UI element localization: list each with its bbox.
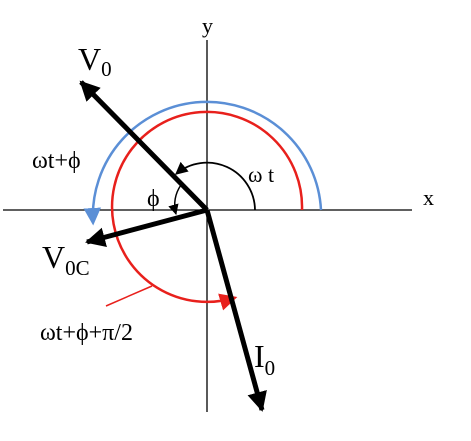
label-v0c-sub: 0C <box>65 256 90 280</box>
label-v0-sub: 0 <box>101 57 112 81</box>
label-phi: ϕ <box>147 186 160 212</box>
vector-i0 <box>204 209 267 412</box>
vector-v0c <box>85 207 208 248</box>
label-i0-main: I <box>254 338 265 374</box>
x-axis-label: x <box>423 185 434 210</box>
label-i0-sub: 0 <box>265 356 276 380</box>
label-i0: I0 <box>254 338 275 380</box>
y-axis-label: y <box>202 13 213 38</box>
label-v0: V0 <box>78 41 112 81</box>
arc-omega-t <box>175 161 256 211</box>
label-omega-t-phi-pi2: ωt+ϕ+π/2 <box>40 320 133 346</box>
leader-line <box>105 285 153 307</box>
arc-omega-t-phi <box>83 100 323 226</box>
arc-phi <box>168 184 182 216</box>
label-v0-main: V <box>78 41 101 77</box>
label-omega-t-phi: ωt+ϕ <box>32 148 81 174</box>
label-v0c-main: V <box>42 239 65 275</box>
vector-v0 <box>79 80 209 212</box>
label-omega-t: ω t <box>248 162 274 187</box>
label-v0c: V0C <box>42 239 90 280</box>
arc-omega-t-phi-pi2 <box>110 110 304 311</box>
